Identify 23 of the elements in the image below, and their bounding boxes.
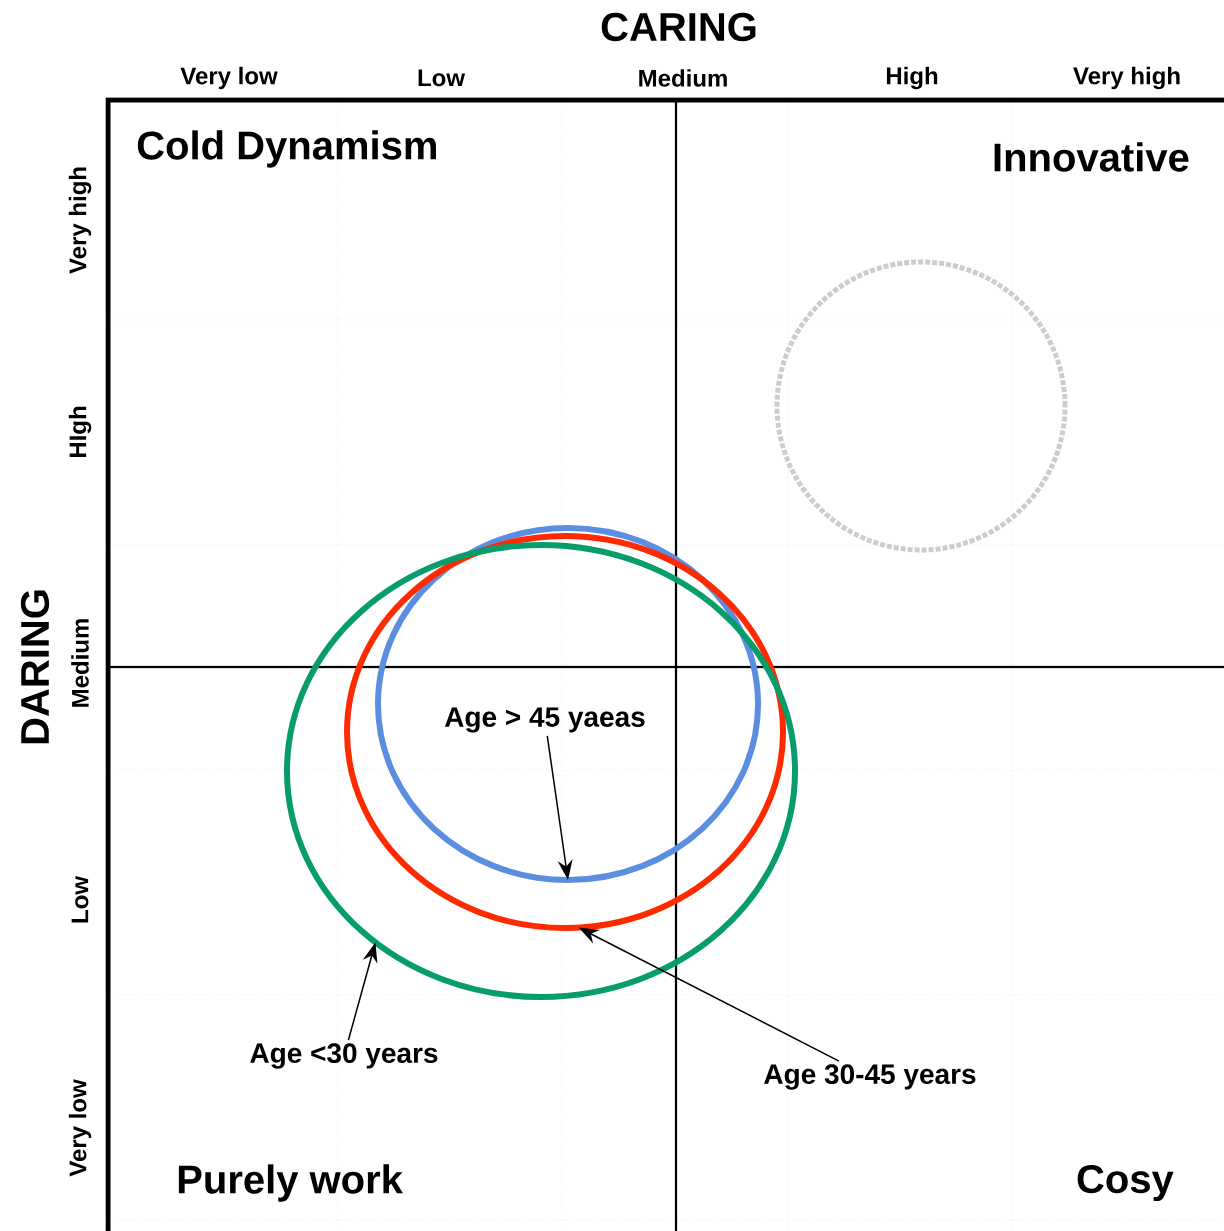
tick-label: Very low bbox=[68, 1079, 92, 1177]
tick-label: Low bbox=[71, 875, 89, 923]
tick-label: Very low bbox=[180, 66, 278, 90]
ellipse bbox=[344, 533, 786, 931]
tick-label: Very high bbox=[1073, 66, 1180, 90]
ellipse bbox=[284, 542, 798, 1000]
tick-label: HIgh bbox=[68, 406, 92, 458]
callout-text: Age 30-45 years bbox=[764, 1064, 976, 1090]
tick-label: Very high bbox=[68, 167, 92, 274]
tick-label: High bbox=[886, 66, 938, 90]
dotted-circle bbox=[774, 259, 1068, 553]
axis-title: CARING bbox=[601, 12, 756, 42]
quadrant-label: Innovative bbox=[994, 142, 1189, 172]
quadrant-label: Cold Dynamism bbox=[137, 130, 436, 168]
axis-title: DARING bbox=[20, 590, 50, 744]
callout-text: Age > 45 yaeas bbox=[444, 707, 645, 733]
ellipse bbox=[375, 525, 761, 883]
tick-label: Medium bbox=[639, 69, 727, 87]
callout-text: Age <30 years bbox=[250, 1043, 438, 1069]
tick-label: Medium bbox=[71, 619, 89, 707]
tick-label: Low bbox=[418, 69, 466, 87]
quadrant-label: Purely work bbox=[178, 1164, 403, 1202]
quadrant-label: Cosy bbox=[1077, 1164, 1174, 1202]
